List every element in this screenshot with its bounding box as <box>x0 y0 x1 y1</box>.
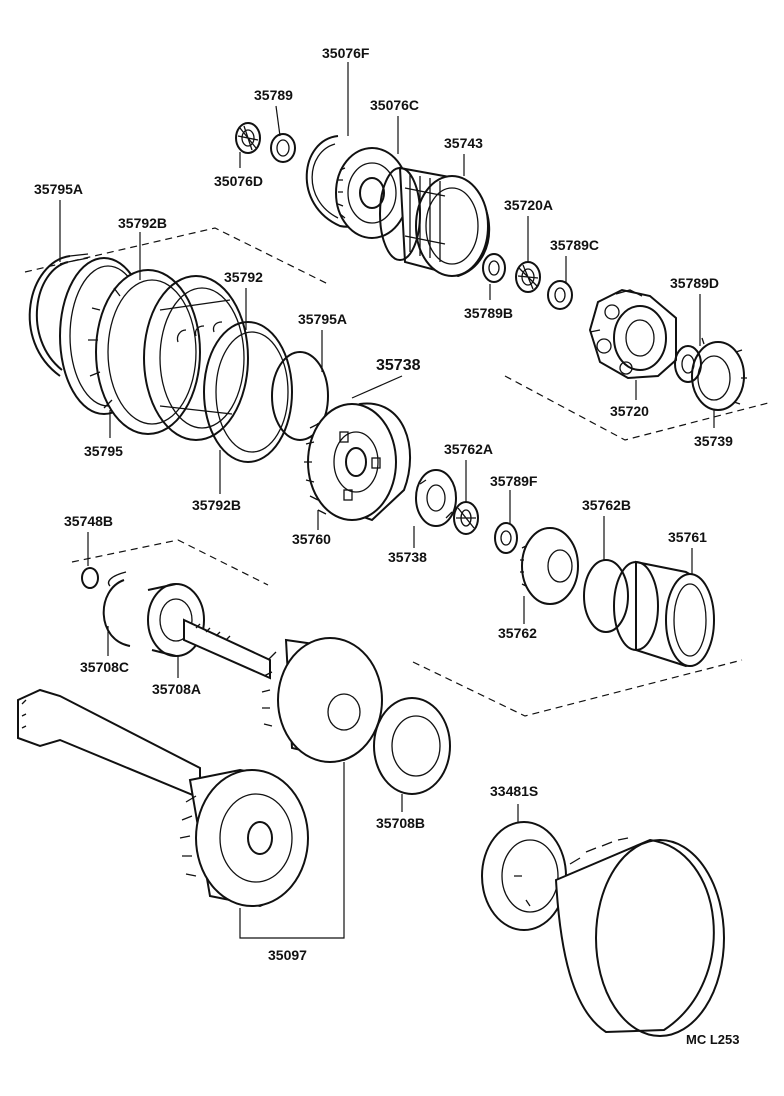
group-outline-upper-left <box>24 227 331 286</box>
label-35760: 35760 <box>292 531 331 547</box>
label-35097: 35097 <box>268 947 307 963</box>
gear-35097-upper <box>261 637 383 763</box>
bearing-35762a <box>453 501 479 535</box>
label-35720: 35720 <box>610 403 649 419</box>
label-35762: 35762 <box>498 625 537 641</box>
label-35076c: 35076C <box>370 97 419 113</box>
label-35708b: 35708B <box>376 815 425 831</box>
race-35738 <box>415 469 457 527</box>
washer-35789b <box>482 253 506 283</box>
ring-35795a-mid <box>271 351 329 441</box>
bearing-35720a <box>515 261 541 293</box>
output-shaft <box>183 618 271 680</box>
ring-gear-35761 <box>613 560 715 668</box>
housing-gear <box>554 837 725 1037</box>
clutch-plate-35792 <box>143 275 249 441</box>
label-35789f: 35789F <box>490 473 538 489</box>
washer-35789 <box>270 133 296 163</box>
label-35738-main: 35738 <box>376 357 421 374</box>
label-35762b: 35762B <box>582 497 631 513</box>
bearing-35708b <box>373 697 451 795</box>
label-35748b: 35748B <box>64 513 113 529</box>
washer-35789f <box>494 522 518 554</box>
washer-35789c <box>547 280 573 310</box>
label-35795a-left: 35795A <box>34 181 83 197</box>
clutch-plate-35792b-lower <box>203 321 293 463</box>
sun-gear-35762 <box>520 527 579 605</box>
group-outline-mid-right <box>412 659 743 717</box>
label-35708a: 35708A <box>152 681 201 697</box>
label-35076d: 35076D <box>214 173 263 189</box>
group-outline-mid-left <box>71 539 269 586</box>
shaft-35097 <box>17 688 201 800</box>
label-35789b: 35789B <box>464 305 513 321</box>
drum-35743 <box>379 166 491 278</box>
label-35792: 35792 <box>224 269 263 285</box>
label-35738-lower: 35738 <box>388 549 427 565</box>
gear-35097-lower <box>179 768 309 908</box>
snap-ring-35708c <box>102 571 131 647</box>
label-35792b-top: 35792B <box>118 215 167 231</box>
label-35795a-mid: 35795A <box>298 311 347 327</box>
leaders <box>59 62 715 939</box>
snap-ring-35795a <box>28 253 89 377</box>
label-35789d: 35789D <box>670 275 719 291</box>
label-35762a: 35762A <box>444 441 493 457</box>
label-35761: 35761 <box>668 529 707 545</box>
group-outline-right <box>504 375 773 441</box>
label-35076f: 35076F <box>322 45 370 61</box>
clutch-drum-35760 <box>304 402 412 522</box>
label-35792b-bottom: 35792B <box>192 497 241 513</box>
ring-35762b <box>583 559 629 633</box>
label-35708c: 35708C <box>80 659 129 675</box>
seal-33481s <box>481 821 567 931</box>
snap-ring-35748b <box>81 567 99 589</box>
planetary-carrier-35720 <box>588 288 677 380</box>
washer-35789d <box>674 345 702 383</box>
label-35739: 35739 <box>694 433 733 449</box>
washer-35076d <box>235 122 261 154</box>
label-35789-top: 35789 <box>254 87 293 103</box>
label-35743: 35743 <box>444 135 483 151</box>
hub-35076c <box>335 147 409 239</box>
plate-35739 <box>691 337 747 411</box>
label-35720a: 35720A <box>504 197 553 213</box>
clutch-plate-35792b <box>88 269 201 435</box>
label-35795: 35795 <box>84 443 123 459</box>
figure-code: MC L253 <box>686 1032 739 1047</box>
label-33481s: 33481S <box>490 783 538 799</box>
label-35789c: 35789C <box>550 237 599 253</box>
